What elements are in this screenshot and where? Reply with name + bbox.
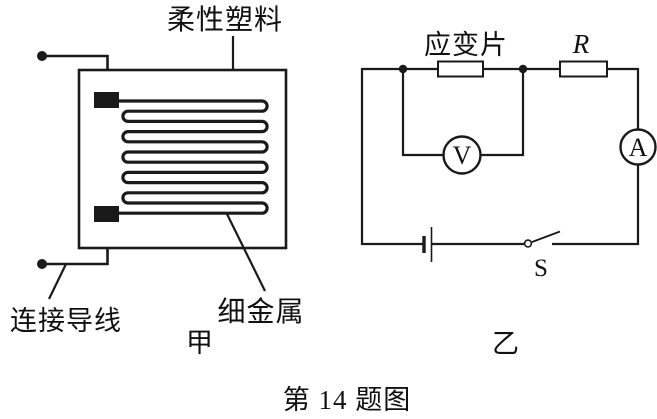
ammeter-label: A xyxy=(629,133,648,162)
electrode-pad-top xyxy=(94,92,119,108)
ammeter xyxy=(619,128,657,166)
label-strain-gauge: 应变片 xyxy=(424,30,508,60)
strain-gauge-construction-figure: 柔性塑料 细金属 连接导线 甲 xyxy=(10,4,304,358)
voltmeter xyxy=(442,135,482,175)
circuit-wire-left xyxy=(360,67,438,246)
label-resistor-r: R xyxy=(572,29,590,59)
leader-line-thin-metal xyxy=(226,213,266,292)
voltmeter-wire-left xyxy=(401,69,444,157)
electrode-pad-bottom xyxy=(94,206,119,222)
switch xyxy=(523,230,561,248)
label-flexible-plastic: 柔性塑料 xyxy=(167,4,283,36)
battery xyxy=(422,227,433,262)
label-thin-metal: 细金属 xyxy=(217,296,304,328)
voltmeter-label: V xyxy=(453,141,472,170)
figure-caption: 第 14 题图 xyxy=(283,385,412,415)
figure-right-name-label: 乙 xyxy=(492,329,520,359)
leader-line-connecting-wire xyxy=(48,263,67,300)
resistor-r xyxy=(559,60,608,78)
metal-serpentine-trace xyxy=(119,99,269,215)
switch-lever xyxy=(531,230,561,243)
strain-gauge-resistor xyxy=(437,60,484,78)
label-connecting-wire: 连接导线 xyxy=(10,306,122,336)
figure-left-name-label: 甲 xyxy=(186,328,214,358)
switch-pivot xyxy=(523,239,533,248)
measuring-circuit-figure: 应变片 R V A S 乙 xyxy=(360,29,657,359)
voltmeter-wire-right xyxy=(481,69,525,157)
switch-label: S xyxy=(534,255,548,282)
circuit-wire-right-top xyxy=(607,67,640,130)
circuit-wire-right-bottom xyxy=(552,164,640,246)
